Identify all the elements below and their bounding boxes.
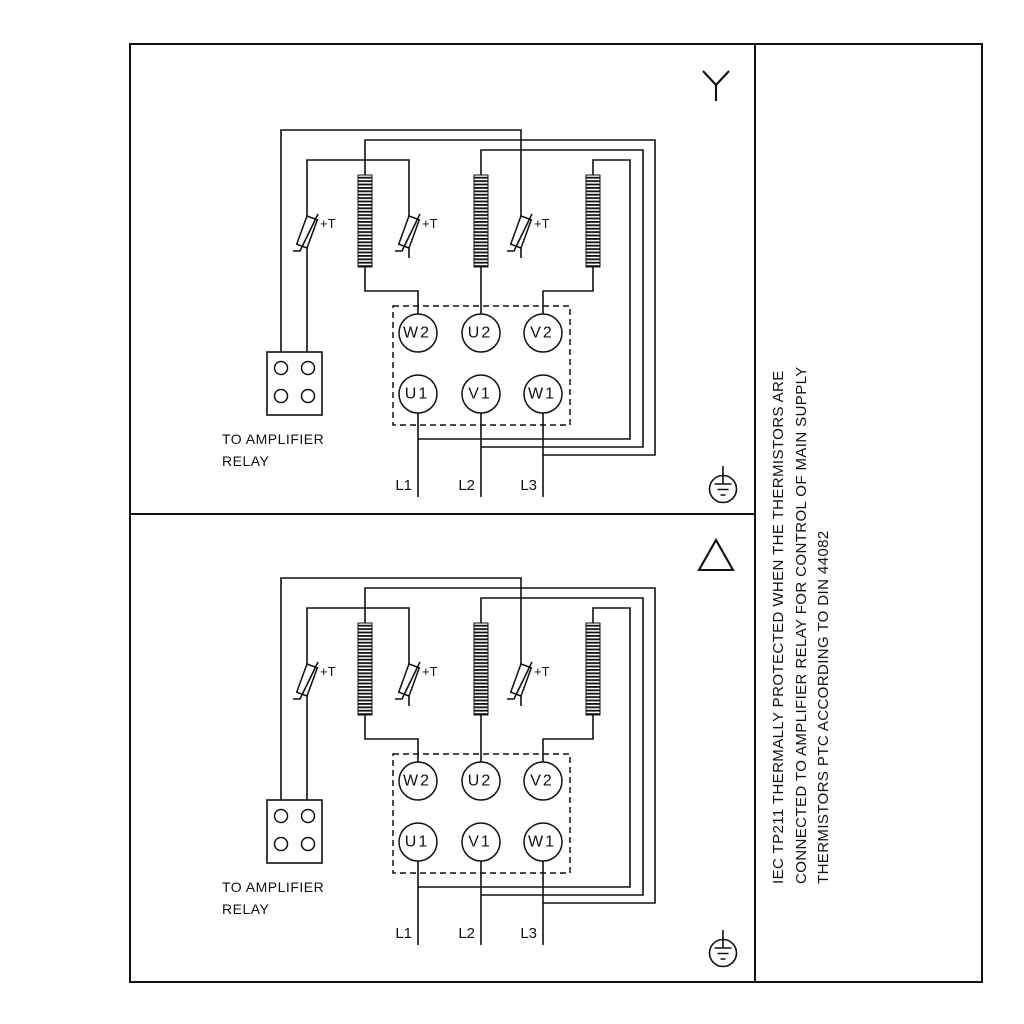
thermistor-label: +T xyxy=(534,664,550,679)
thermistor-wiring-path xyxy=(280,129,522,352)
relay-caption-line2: RELAY xyxy=(222,901,270,917)
terminal-W1-label: W1 xyxy=(528,386,556,403)
supply-line-wiring-path xyxy=(417,861,544,945)
note-line-3: THERMISTORS PTC ACCORDING TO DIN 44082 xyxy=(815,530,832,884)
note-line-2: CONNECTED TO AMPLIFIER RELAY FOR CONTROL… xyxy=(792,366,810,884)
amplifier-relay-terminal-box xyxy=(266,351,323,416)
terminal-board-outline xyxy=(392,305,571,426)
star-panel: +T +T +T W2 U2 V2 U1 V1 W1 TO AMPLIFIER xyxy=(222,70,738,504)
terminal-W2-label: W2 xyxy=(403,325,431,342)
relay-caption-line1: TO AMPLIFIER xyxy=(222,879,324,895)
supply-label-L1: L1 xyxy=(395,477,412,494)
terminal-V2-label: V2 xyxy=(530,773,554,790)
supply-label-L2: L2 xyxy=(458,925,475,942)
thermistor-label: +T xyxy=(534,216,550,231)
relay-caption-line1: TO AMPLIFIER xyxy=(222,431,324,447)
delta-connection-icon xyxy=(697,537,735,572)
motor-winding-coil xyxy=(585,622,601,716)
terminal-board-outline xyxy=(392,753,571,874)
terminal-W2 xyxy=(398,761,438,801)
thermistor-wiring-path xyxy=(280,577,522,800)
relay-terminal xyxy=(300,836,316,852)
supply-label-L3: L3 xyxy=(520,477,537,494)
terminal-U1-label: U1 xyxy=(405,834,429,851)
supply-label-L2: L2 xyxy=(458,477,475,494)
terminal-V2-label: V2 xyxy=(530,325,554,342)
terminal-W2-label: W2 xyxy=(403,773,431,790)
thermistor-icon xyxy=(293,213,319,252)
note-line-1: IEC TP211 THERMALLY PROTECTED WHEN THE T… xyxy=(770,370,787,884)
terminal-V1 xyxy=(461,822,501,862)
winding-return-wiring-path xyxy=(364,139,656,456)
thermistor-icon xyxy=(293,661,319,700)
delta-panel: +T +T +T W2 U2 V2 U1 V1 W1 xyxy=(222,537,738,968)
thermistor-label: +T xyxy=(422,216,438,231)
delta-panel-content: +T +T +T W2 U2 V2 U1 V1 W1 xyxy=(222,577,656,945)
terminal-W1-label: W1 xyxy=(528,834,556,851)
terminal-U2 xyxy=(461,313,501,353)
terminal-U1 xyxy=(398,822,438,862)
supply-label-L3: L3 xyxy=(520,925,537,942)
terminal-V2 xyxy=(523,313,563,353)
terminal-U2 xyxy=(461,761,501,801)
winding-to-terminal-wiring-path xyxy=(364,267,594,314)
relay-terminal xyxy=(273,388,289,404)
amplifier-relay-terminal-box xyxy=(266,799,323,864)
supply-line-wiring-path xyxy=(417,413,544,497)
thermistor-label: +T xyxy=(422,664,438,679)
thermistor-icon xyxy=(395,213,421,252)
winding-to-terminal-wiring-path xyxy=(364,715,594,762)
supply-label-L1: L1 xyxy=(395,925,412,942)
terminal-W1 xyxy=(523,374,563,414)
terminal-W2 xyxy=(398,313,438,353)
earth-ground-icon xyxy=(708,466,738,504)
relay-terminal xyxy=(300,360,316,376)
relay-terminal xyxy=(300,388,316,404)
relay-terminal xyxy=(300,808,316,824)
terminal-U1-label: U1 xyxy=(405,386,429,403)
earth-ground-icon xyxy=(708,930,738,968)
relay-terminal xyxy=(273,808,289,824)
terminal-U1 xyxy=(398,374,438,414)
star-connection-icon xyxy=(702,70,730,101)
relay-terminal xyxy=(273,360,289,376)
thermistor-label: +T xyxy=(320,216,336,231)
terminal-W1 xyxy=(523,822,563,862)
terminal-V1-label: V1 xyxy=(468,834,492,851)
thermistor-icon xyxy=(395,661,421,700)
motor-winding-coil xyxy=(357,622,373,716)
motor-winding-coil xyxy=(473,174,489,268)
terminal-V1-label: V1 xyxy=(468,386,492,403)
winding-return-wiring-path xyxy=(364,587,656,904)
terminal-U2-label: U2 xyxy=(468,773,492,790)
motor-winding-coil xyxy=(473,622,489,716)
motor-winding-coil xyxy=(357,174,373,268)
terminal-V2 xyxy=(523,761,563,801)
note-column: IEC TP211 THERMALLY PROTECTED WHEN THE T… xyxy=(768,324,836,884)
relay-caption-line2: RELAY xyxy=(222,453,270,469)
thermistor-icon xyxy=(507,661,533,700)
thermistor-label: +T xyxy=(320,664,336,679)
motor-winding-coil xyxy=(585,174,601,268)
relay-terminal xyxy=(273,836,289,852)
terminal-V1 xyxy=(461,374,501,414)
frame xyxy=(129,43,983,983)
terminal-U2-label: U2 xyxy=(468,325,492,342)
thermistor-icon xyxy=(507,213,533,252)
